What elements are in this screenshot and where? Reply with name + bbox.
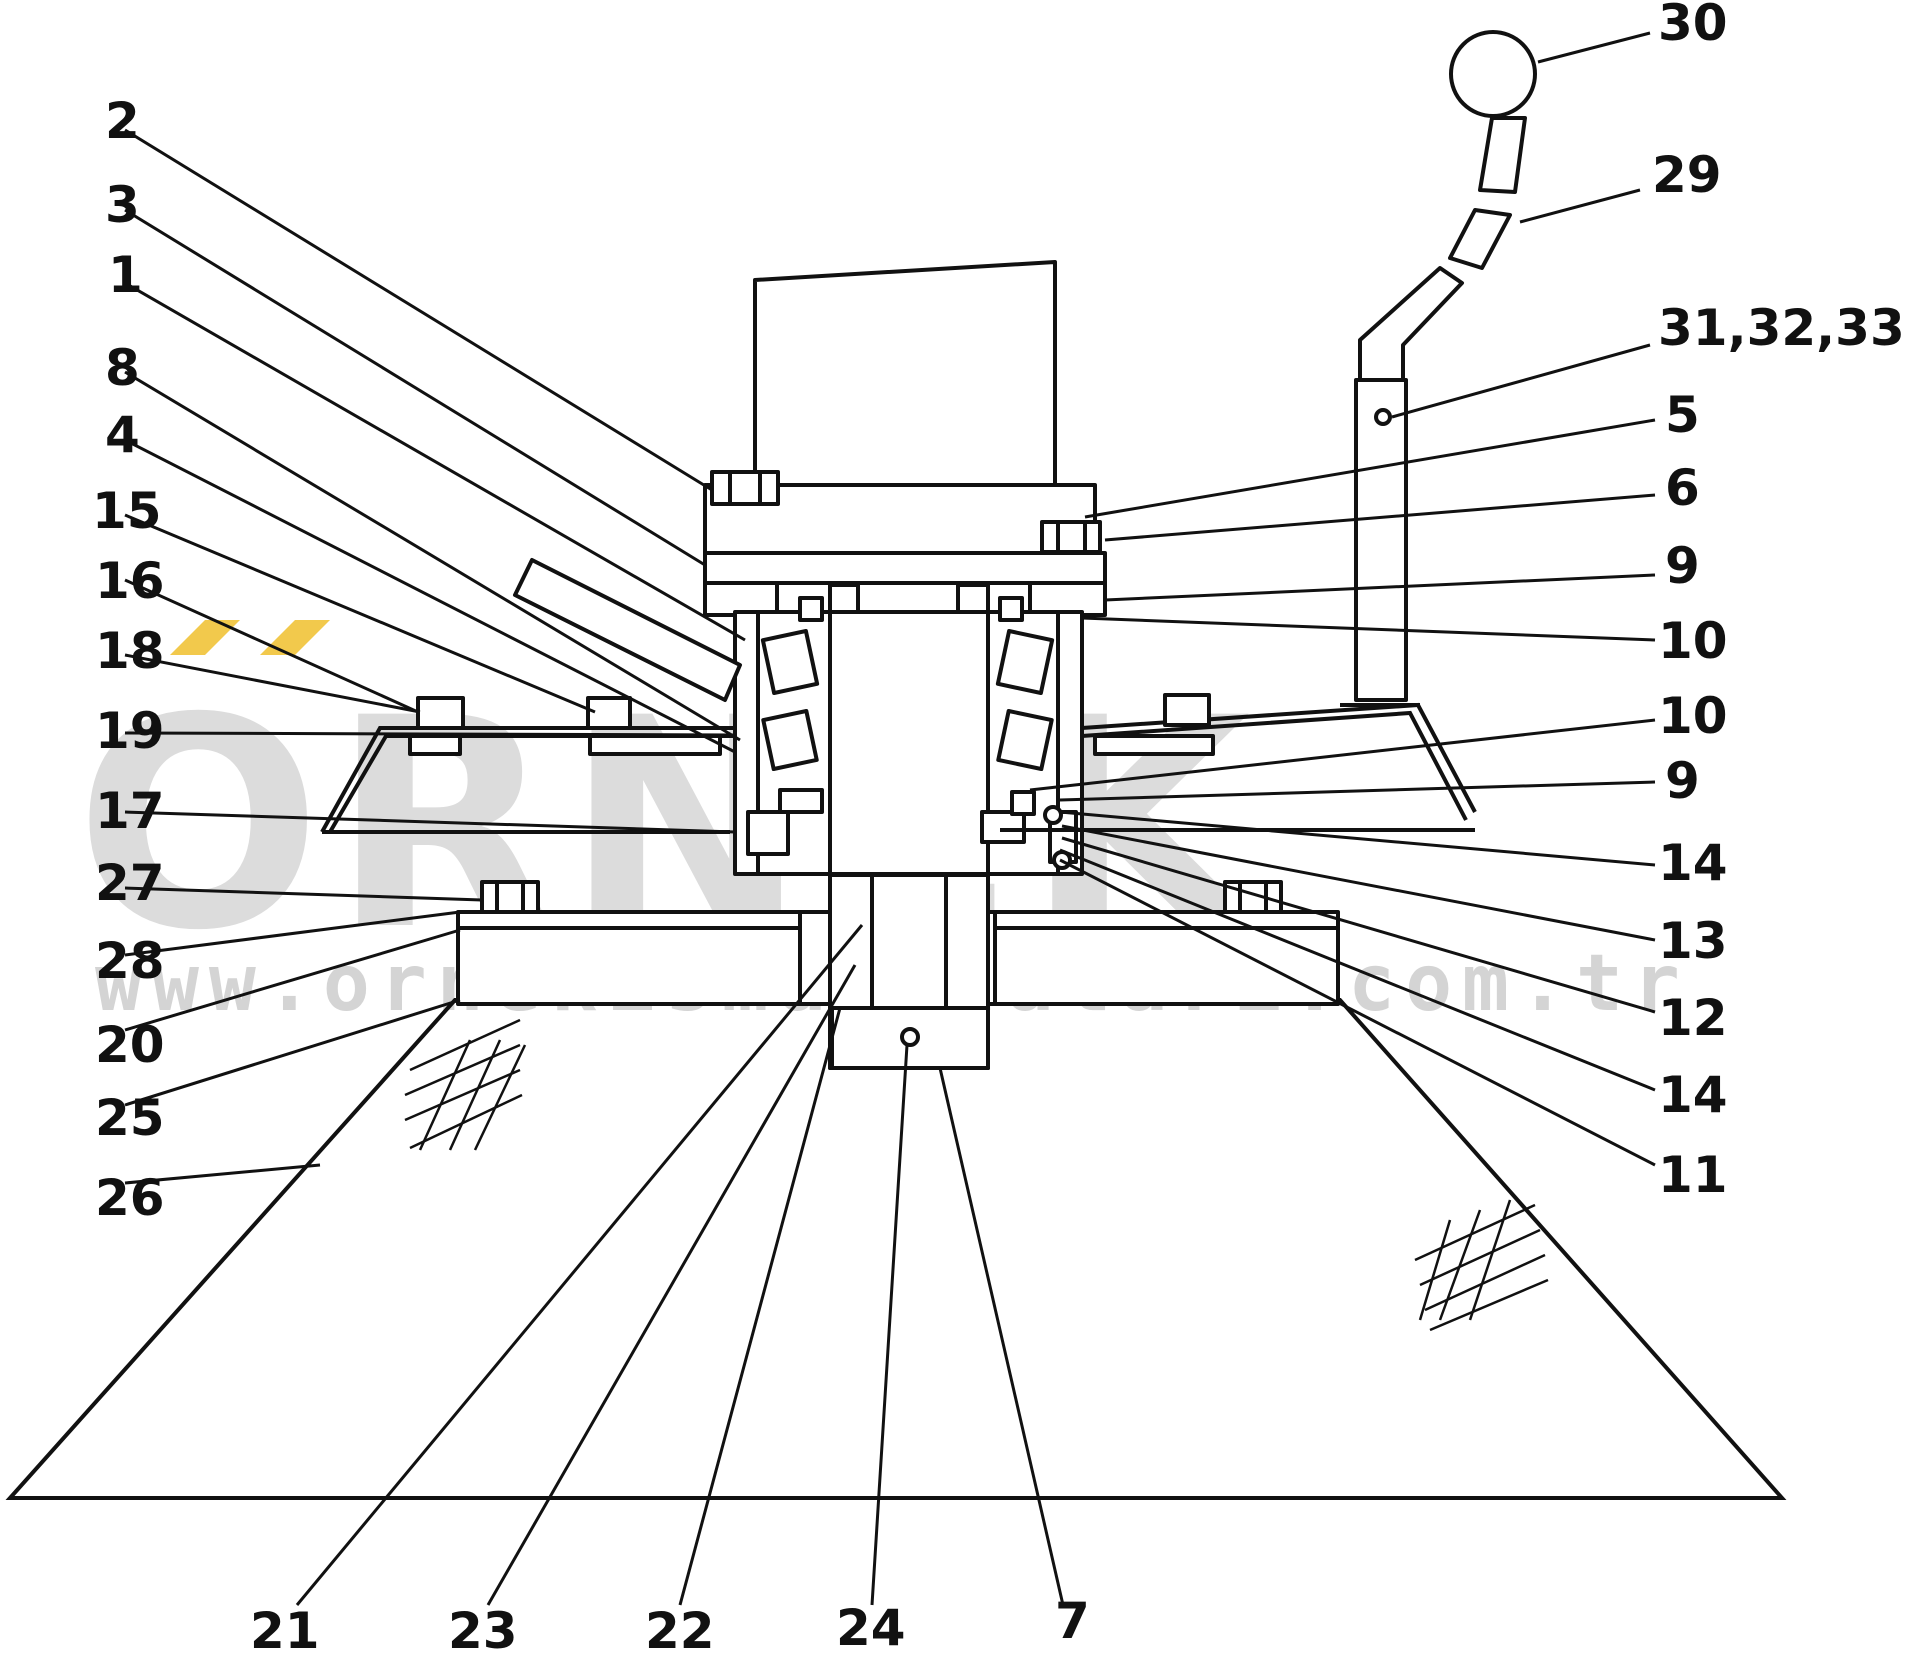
mid-bolt-right <box>1093 693 1215 756</box>
callout-30: 30 <box>1658 0 1728 52</box>
callout-17: 17 <box>95 782 165 840</box>
top-bolt-left <box>710 470 780 506</box>
callout-16: 16 <box>95 552 165 610</box>
hatch-left <box>404 1018 527 1151</box>
callout-20: 20 <box>95 1016 165 1074</box>
callout-26: 26 <box>95 1169 165 1227</box>
callout-8: 8 <box>105 339 140 397</box>
callout-15: 15 <box>92 482 162 540</box>
callout-labels: 30 29 31,32,33 5 6 9 10 10 9 14 13 12 14… <box>92 0 1905 1654</box>
leader-lines <box>124 31 1656 1606</box>
callout-14-lower: 14 <box>1658 1066 1728 1124</box>
callout-27: 27 <box>95 854 165 912</box>
callout-29: 29 <box>1652 146 1722 204</box>
bearing-rollers <box>760 596 1055 772</box>
callout-18: 18 <box>95 622 165 680</box>
callout-6: 6 <box>1665 459 1700 517</box>
inclined-rod <box>513 558 742 702</box>
callout-9-upper: 9 <box>1665 537 1700 595</box>
callout-3: 3 <box>105 176 140 234</box>
watermark-accent-right <box>260 620 330 655</box>
callout-31-32-33: 31,32,33 <box>1658 299 1905 357</box>
callout-7: 7 <box>1055 1592 1090 1650</box>
callout-4: 4 <box>105 406 140 464</box>
watermark-accent-left <box>170 620 240 655</box>
callout-24: 24 <box>836 1599 906 1654</box>
plate-bolt-right <box>1223 880 1283 914</box>
callout-5: 5 <box>1665 386 1700 444</box>
plate-bolt-left <box>480 880 540 914</box>
lever-knob <box>1449 30 1537 118</box>
hub-pin-hole <box>900 1027 920 1047</box>
callout-9-lower: 9 <box>1665 752 1700 810</box>
lever-pin-hole <box>1374 408 1392 426</box>
hatch-right <box>1414 1199 1549 1332</box>
callout-23: 23 <box>448 1602 518 1654</box>
base-frame <box>5 998 1787 1500</box>
lever-arm <box>1358 116 1527 382</box>
callout-12: 12 <box>1658 989 1728 1047</box>
mid-bolt-left-outer <box>408 696 465 756</box>
callout-14-upper: 14 <box>1658 834 1728 892</box>
callout-11: 11 <box>1658 1146 1728 1204</box>
callout-1: 1 <box>108 246 143 304</box>
callout-25: 25 <box>95 1089 165 1147</box>
base-wedge <box>5 998 1787 1500</box>
callout-13: 13 <box>1658 912 1728 970</box>
lower-hub <box>828 866 990 1070</box>
housing-flange <box>703 551 1107 617</box>
callout-2: 2 <box>105 92 140 150</box>
callout-10-lower: 10 <box>1658 687 1728 745</box>
callout-28: 28 <box>95 932 165 990</box>
callout-10-upper: 10 <box>1658 612 1728 670</box>
lever-post <box>1340 378 1420 707</box>
callout-19: 19 <box>95 702 165 760</box>
motor-body <box>703 260 1097 555</box>
top-bolt-right <box>1040 520 1102 554</box>
callout-21: 21 <box>250 1602 320 1654</box>
callout-22: 22 <box>645 1602 715 1654</box>
